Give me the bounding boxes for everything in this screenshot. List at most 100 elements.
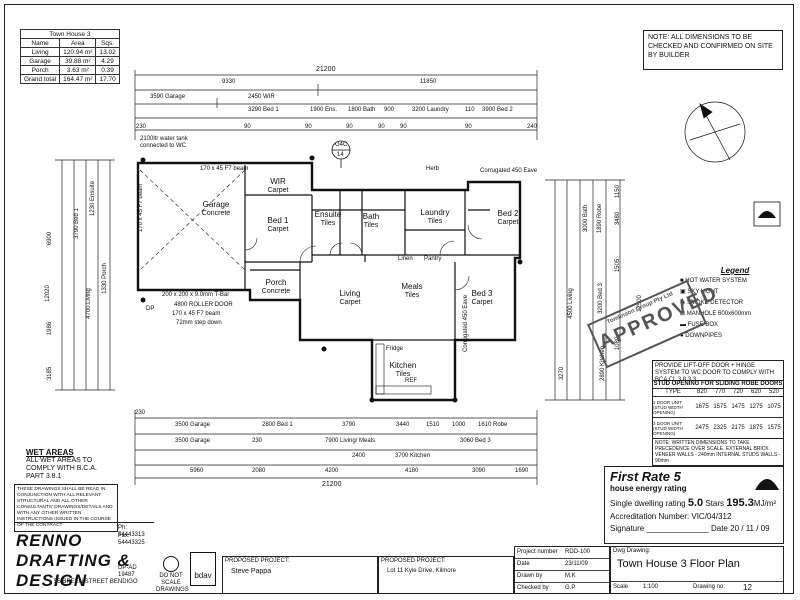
location-label: PROPOSED PROJECT: <box>381 558 446 564</box>
legend-item-label: SKY LIGHT <box>687 289 719 295</box>
dim-text: 3060 Bed 3 <box>460 438 491 444</box>
room-finish: Tiles <box>395 371 411 378</box>
no-scale-text: DO NOT SCALE DRAWINGS <box>156 573 189 593</box>
stud-cell: 720 <box>732 389 743 395</box>
dim-text: 1510 <box>426 422 440 428</box>
dim-top-right: 11850 <box>420 79 437 85</box>
room-name: Bath <box>362 212 380 221</box>
ref-label: REF <box>405 378 417 384</box>
stud-cell: 1575 <box>713 403 727 410</box>
table-row: 2 DOOR UNIT (STUD WIDTH OPENING) 1675 15… <box>653 397 783 418</box>
fridge-label: Fridge <box>386 346 404 352</box>
signature-label: Signature <box>610 524 645 533</box>
stud-cell: 1875 <box>749 424 763 431</box>
dim-text: 3200 Laundry <box>412 107 449 113</box>
stud-cell: 2475 <box>695 424 709 431</box>
dim-text: 3480 <box>615 211 622 226</box>
room-name: Meals <box>401 282 423 291</box>
no-scale-icon <box>163 556 179 572</box>
dim-text: 12020 <box>44 285 51 302</box>
legend-item-label: HOT WATER SYSTEM <box>685 278 747 284</box>
legend-item-label: MANHOLE 600x600mm <box>686 311 752 317</box>
project-location: Lot 11 Kyle Drive, Kilmore <box>387 568 456 574</box>
client-name: Steve Pappa <box>231 568 272 575</box>
dim-text: 90 <box>244 124 251 130</box>
legend-item-label: FUSE BOX <box>687 322 719 328</box>
stud-cell: 2325 <box>713 424 727 431</box>
herb-label: Herb <box>426 166 440 172</box>
dim-text: 1890 Robe <box>597 203 604 234</box>
energy-mj-value: 195.3 <box>726 497 754 509</box>
legend-item: ▣ SKY LIGHT <box>680 289 790 296</box>
contract-disclaimer: THESE DRAWINGS SHALL BE READ IN CONJUNCT… <box>14 484 118 532</box>
title-drawing-cell: Dwg Drawing: Town House 3 Floor Plan Sca… <box>610 546 784 594</box>
dim-text: 1800 Bath <box>348 107 376 113</box>
room-name: Laundry <box>420 208 450 217</box>
manhole-icon: ⊠ <box>680 311 687 317</box>
eave-note-side: Corrugated 450 Eave <box>463 294 469 352</box>
dim-text: 3500 Garage <box>175 438 211 444</box>
smoke-detector-icon: ◉ <box>680 300 687 306</box>
dim-text: 1230 Ensuite <box>90 180 97 217</box>
pantry-label: Pantry <box>424 256 442 262</box>
dim-text: 1330 Porch <box>101 263 108 294</box>
table-row: 3 DOOR UNIT (STUD WIDTH OPENING) 2475 23… <box>653 418 783 438</box>
stud-cell: 520 <box>768 389 779 395</box>
energy-date: 20 / 11 / 09 <box>730 524 770 533</box>
meta-value: G.P <box>565 585 576 591</box>
room-finish: Tiles <box>363 222 379 229</box>
hot-water-icon: ■ <box>680 278 686 284</box>
firm-phone: Ph: 54443313 <box>118 525 145 538</box>
dim-text: 90 <box>465 124 472 130</box>
downpipe-icon: ● <box>680 333 686 339</box>
energy-rating-box: First Rate 5 house energy rating Single … <box>604 466 784 544</box>
drawing-label: Dwg Drawing: <box>613 548 651 554</box>
beam-note: 170 x 45 F7 beam <box>172 311 221 317</box>
downpipe-label: DP <box>146 306 155 312</box>
room-finish: Carpet <box>497 219 519 226</box>
stud-cell: 1075 <box>767 403 781 410</box>
dim-text: 230 <box>135 410 146 416</box>
dim-text: 3900 Bed 2 <box>482 107 513 113</box>
energy-unit: MJ/m² <box>753 499 777 508</box>
dim-text: 1690 <box>515 468 529 474</box>
linen-label: Linen <box>398 256 413 262</box>
dim-text: 2800 Bed 1 <box>262 422 293 428</box>
room-name: Kitchen <box>389 361 417 370</box>
scale-label: Scale <box>613 584 629 590</box>
wet-areas-title: WET AREAS <box>26 448 74 457</box>
dim-text: 4200 <box>325 468 339 474</box>
step-note: 72mm step down <box>176 320 222 326</box>
energy-stars-label: Stars <box>705 499 725 508</box>
room-name: Living <box>339 289 361 298</box>
bdav-logo: bdav <box>190 552 216 586</box>
meta-label: Project number <box>517 549 558 555</box>
meta-value: RDD-100 <box>565 549 591 555</box>
room-finish: Carpet <box>267 226 289 233</box>
energy-date-label: Date <box>710 524 728 533</box>
dim-text: 3290 Bed 1 <box>248 107 279 113</box>
energy-subtitle: house energy rating <box>610 484 687 493</box>
wet-areas-body: ALL WET AREAS TO COMPLY WITH B.C.A. PART… <box>26 457 97 480</box>
dim-text: 6900 <box>47 231 54 246</box>
legend: Legend ■ HOT WATER SYSTEM ▣ SKY LIGHT ◉ … <box>680 266 790 340</box>
dim-text: 3790 <box>342 422 356 428</box>
dim-text: 3200 Bed 3 <box>597 283 604 314</box>
dim-text: 7900 Living/ Meals <box>325 438 376 444</box>
table-row: Project number RDD-100 <box>515 547 609 559</box>
drawing-number: 12 <box>743 583 752 592</box>
dimension-note: NOTE: WRITTEN DIMENSIONS TO TAKE PRECEDE… <box>652 438 784 466</box>
scale-value: 1:100 <box>643 584 659 590</box>
room-name: Porch <box>265 278 287 287</box>
dim-text: 1610 Robe <box>478 422 508 428</box>
room-name: Ensuite <box>314 210 342 219</box>
dim-text: 3790 Bed 1 <box>73 208 80 239</box>
dim-text: 3185 <box>47 366 54 381</box>
dim-text: 230 <box>136 124 147 130</box>
